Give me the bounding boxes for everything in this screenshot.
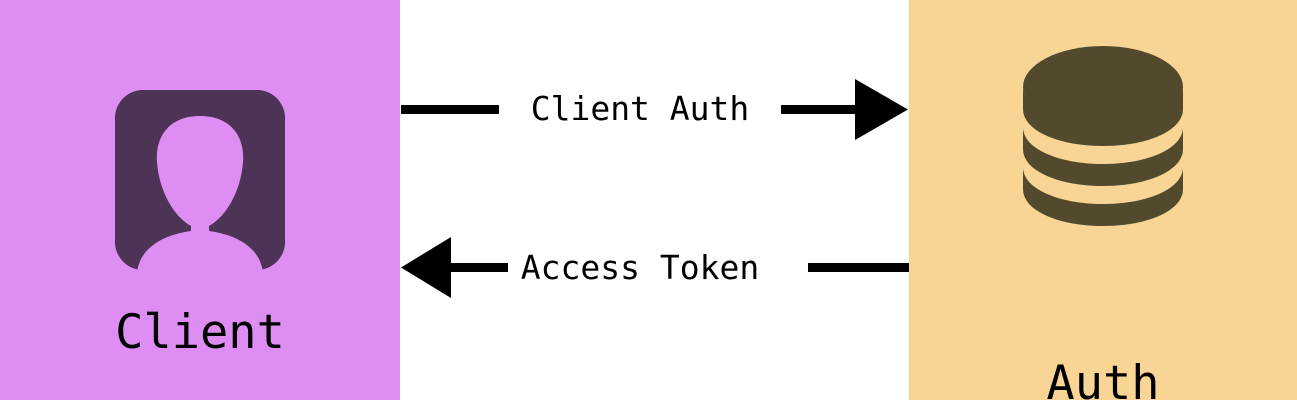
auth-server-label-line-1: Auth <box>1046 356 1160 400</box>
edge-label-client-auth: Client Auth <box>530 89 750 128</box>
auth-server-panel: Auth Server <box>909 0 1297 400</box>
edge-access-token-right-stub <box>808 263 909 272</box>
edge-client-auth-right-stub <box>781 105 856 114</box>
database-cylinder-icon <box>1016 43 1190 233</box>
client-panel: Client <box>0 0 400 400</box>
person-avatar-icon <box>115 90 285 274</box>
edge-access-token-arrowhead <box>401 237 451 298</box>
auth-server-node-label: Auth Server <box>1018 259 1188 400</box>
client-node-label: Client <box>115 305 285 360</box>
edge-label-access-token: Access Token <box>520 248 760 287</box>
edge-client-auth-left-stub <box>401 105 499 114</box>
edge-client-auth-arrowhead <box>855 79 908 140</box>
